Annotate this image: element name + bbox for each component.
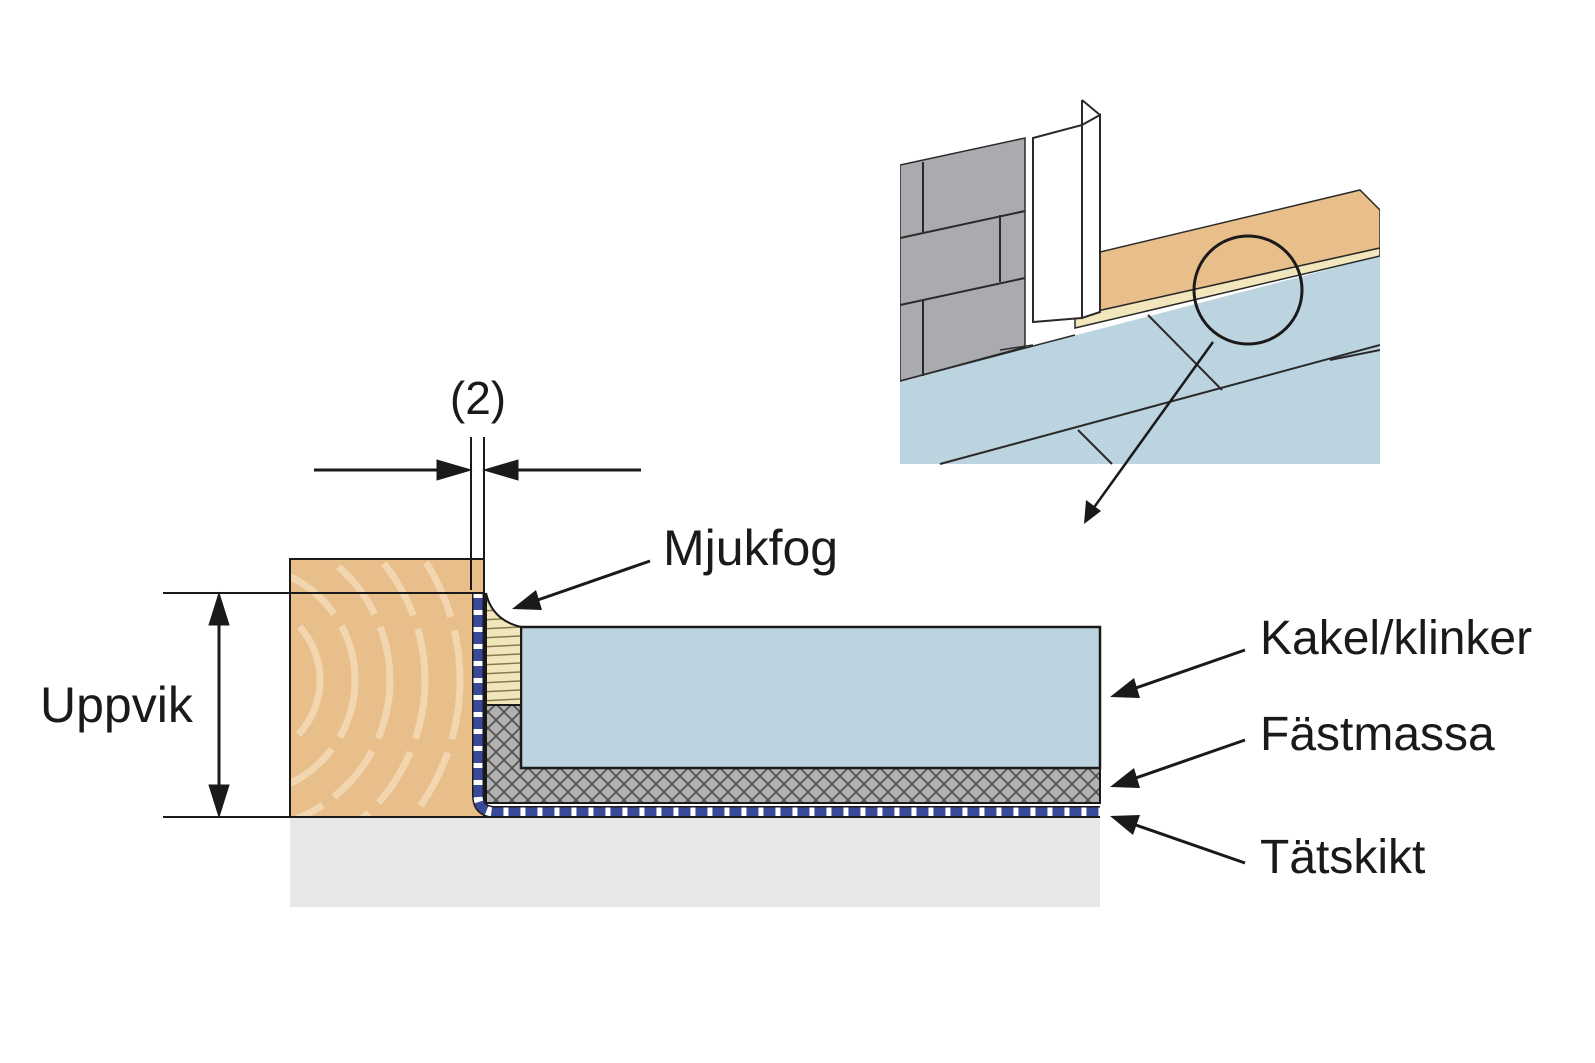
label-gap: (2) xyxy=(450,372,506,424)
inset-pointer-arrowhead xyxy=(1084,500,1101,524)
gap-dimension xyxy=(314,437,641,590)
inset-tile-floor xyxy=(900,256,1380,464)
tile xyxy=(519,625,1102,770)
inset-threshold-edge xyxy=(1074,247,1380,329)
leader-adhesive xyxy=(1110,738,1246,788)
leader-tiles xyxy=(1110,648,1246,698)
label-membrane: Tätskikt xyxy=(1260,831,1425,884)
detail-inset xyxy=(900,99,1380,465)
label-upturn: Uppvik xyxy=(40,677,194,733)
label-adhesive: Fästmassa xyxy=(1260,708,1495,761)
upturn-dimension xyxy=(208,591,230,819)
soft-joint xyxy=(485,592,522,706)
inset-pointer-line xyxy=(1088,341,1215,514)
inset-door-frame-side xyxy=(1081,113,1101,320)
inset-tile-joints xyxy=(939,314,1380,465)
label-tiles: Kakel/klinker xyxy=(1260,612,1532,665)
inset-door-frame xyxy=(1032,123,1083,324)
inset-brick-joints xyxy=(900,162,1026,376)
leader-soft-joint xyxy=(512,559,651,610)
inset-brick-wall xyxy=(900,137,1026,382)
label-soft-joint: Mjukfog xyxy=(663,520,838,576)
inset-detail-circle xyxy=(1192,234,1304,346)
subfloor xyxy=(290,817,1100,907)
leader-membrane xyxy=(1110,815,1246,865)
membrane xyxy=(472,593,1100,818)
